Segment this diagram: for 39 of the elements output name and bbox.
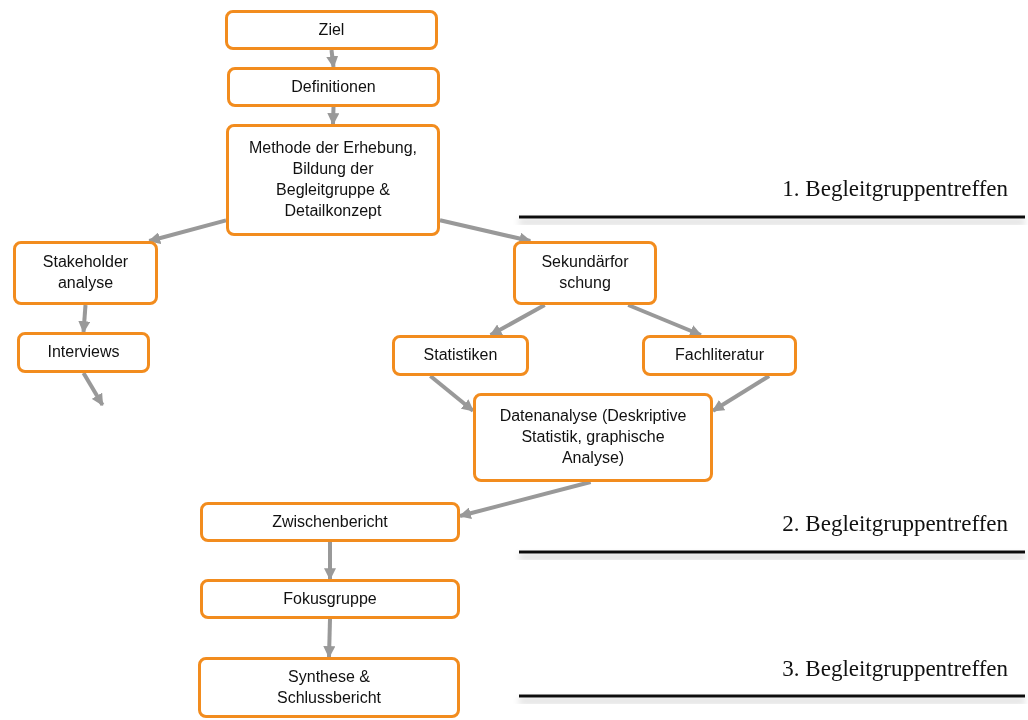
process-box [200, 579, 460, 619]
meeting-label: 3. Begleitgruppentreffen [781, 656, 1008, 682]
arrow [711, 374, 771, 413]
arrow [326, 49, 339, 69]
arrow [323, 618, 336, 659]
box-label: Interviews [47, 342, 120, 363]
meeting-label: 2. Begleitgruppentreffen [781, 511, 1008, 537]
process-box [642, 335, 797, 376]
arrow [78, 304, 91, 334]
arrow [324, 542, 336, 581]
process-box [17, 332, 150, 373]
process-box [513, 241, 657, 305]
box-label: Ziel [318, 19, 345, 40]
box-label: Definitionen [291, 76, 376, 97]
process-box [200, 502, 460, 542]
arrow [627, 303, 702, 337]
box-label: Stakeholder analyse [41, 252, 130, 293]
box-label: Statistiken [423, 345, 498, 366]
arrow [489, 303, 546, 337]
box-label: Zwischenbericht [272, 511, 388, 532]
process-box [392, 335, 529, 376]
process-box [225, 10, 438, 50]
arrow [429, 374, 475, 413]
box-label: Fokusgruppe [283, 588, 377, 609]
box-label: Fachliteratur [675, 345, 764, 366]
meeting-label: 1. Begleitgruppentreffen [781, 176, 1008, 202]
box-label: Datenanalyse (Deskriptive Statistik, graphische Analyse) [498, 406, 688, 468]
arrow [458, 480, 592, 520]
box-label: Methode der Erhebung, Bildung der Begleitgruppe & Detailkonzept [248, 138, 418, 221]
process-box [473, 393, 713, 482]
box-label: Sekundärfor schung [540, 252, 630, 293]
process-box [227, 67, 440, 107]
arrow [81, 371, 105, 407]
process-box [226, 124, 440, 236]
box-label: Synthese & Schlussbericht [275, 666, 382, 708]
process-box [198, 657, 460, 718]
arrow [327, 106, 340, 126]
process-box [13, 241, 158, 305]
arrow [148, 218, 227, 244]
